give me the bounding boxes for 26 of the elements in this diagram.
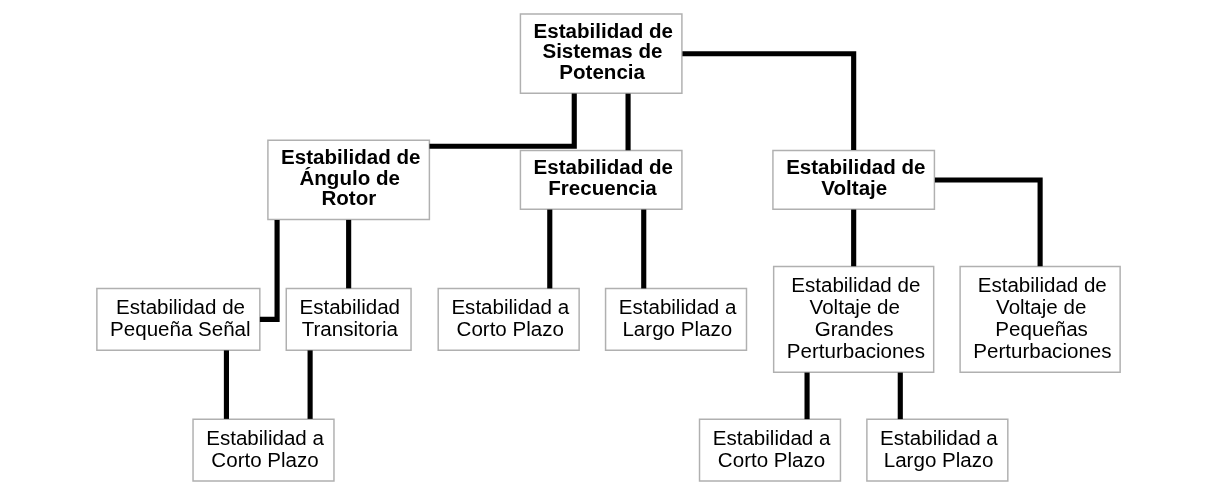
node-box: Estabilidad a Corto Plazo bbox=[437, 287, 580, 351]
connector bbox=[259, 219, 280, 322]
node-box: Estabilidad de Voltaje de Grandes Perturbaciones bbox=[772, 265, 935, 374]
node-box: Estabilidad a Corto Plazo bbox=[192, 418, 335, 482]
connector bbox=[897, 372, 903, 420]
node-box: Estabilidad de Frecuencia bbox=[519, 149, 683, 211]
connector bbox=[307, 350, 313, 419]
connector bbox=[429, 93, 577, 149]
node-box: Estabilidad Transitoria bbox=[285, 287, 412, 351]
connector bbox=[625, 93, 631, 151]
connector bbox=[223, 350, 229, 419]
connector bbox=[934, 177, 1043, 267]
node-box: Estabilidad de Ángulo de Rotor bbox=[267, 139, 431, 221]
node-box: Estabilidad de Sistemas de Potencia bbox=[519, 13, 683, 95]
connector bbox=[346, 219, 352, 289]
connector bbox=[851, 209, 857, 267]
node-box: Estabilidad de Voltaje bbox=[772, 149, 936, 211]
node-box: Estabilidad a Largo Plazo bbox=[866, 418, 1009, 482]
node-box: Estabilidad de Pequeña Señal bbox=[96, 287, 261, 351]
connector bbox=[641, 209, 647, 289]
node-box: Estabilidad a Largo Plazo bbox=[604, 287, 748, 351]
connector bbox=[682, 51, 857, 151]
node-box: Estabilidad de Voltaje de Pequeñas Perturbaciones bbox=[959, 265, 1121, 374]
node-box: Estabilidad a Corto Plazo bbox=[698, 418, 842, 482]
connector bbox=[547, 209, 553, 289]
connector bbox=[804, 372, 810, 420]
